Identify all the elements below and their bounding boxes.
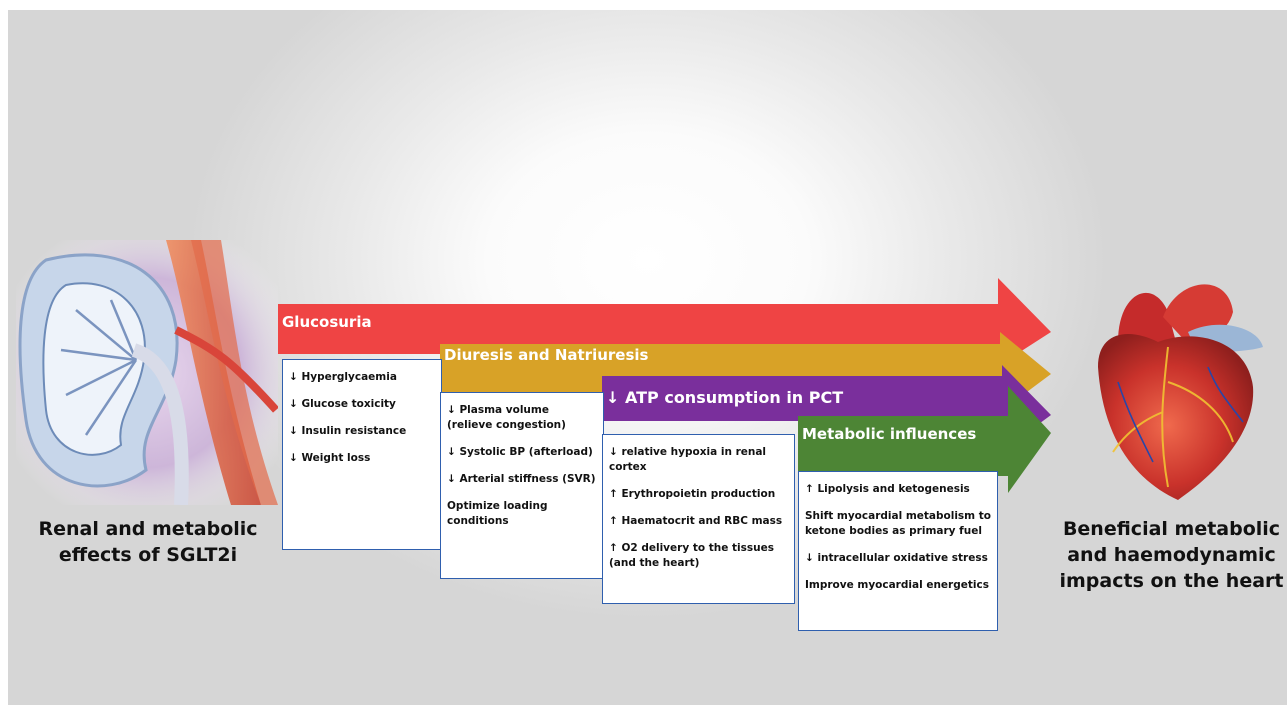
list-item: ↑ Erythropoietin production xyxy=(609,488,776,500)
right-caption: Beneficial metabolic and haemodynamic im… xyxy=(1059,518,1284,592)
list-item: ↓ intracellular oxidative stress xyxy=(805,552,988,564)
list-item: ↑ Haematocrit and RBC mass xyxy=(609,515,783,527)
left-caption: Renal and metabolic effects of SGLT2i xyxy=(38,518,258,566)
list-item: ↑ Lipolysis and ketogenesis xyxy=(805,483,970,495)
list-item: Optimize loading conditions xyxy=(447,500,548,527)
arrow-title-atp: ↓ ATP consumption in PCT xyxy=(606,388,844,407)
list-item: ↓ Insulin resistance xyxy=(289,425,407,437)
arrow-title-diuresis: Diuresis and Natriuresis xyxy=(444,346,649,364)
diagram-canvas: Renal and metabolic effects of SGLT2i Be… xyxy=(8,10,1287,705)
box-atp: ↓ relative hypoxia in renal cortex ↑ Ery… xyxy=(602,434,795,604)
arrow-atp xyxy=(602,365,1051,451)
list-item: ↓ Systolic BP (afterload) xyxy=(447,446,593,458)
list-item: ↓ relative hypoxia in renal cortex xyxy=(609,446,767,473)
list-item: ↓ Glucose toxicity xyxy=(289,398,396,410)
arrow-metabolic xyxy=(798,386,1051,493)
list-item: ↓ Arterial stiffness (SVR) xyxy=(447,473,596,485)
list-item: ↓ Plasma volume (relieve congestion) xyxy=(447,404,566,431)
list-item: ↑ O2 delivery to the tissues (and the he… xyxy=(609,542,774,569)
kidney-illustration xyxy=(16,240,278,505)
list-item: ↓ Weight loss xyxy=(289,452,371,464)
heart-illustration xyxy=(1098,284,1263,500)
list-item: Improve myocardial energetics xyxy=(805,579,989,591)
box-metabolic: ↑ Lipolysis and ketogenesis Shift myocar… xyxy=(798,471,998,631)
list-item: Shift myocardial metabolism to ketone bo… xyxy=(805,510,991,537)
box-glucosuria: ↓ Hyperglycaemia ↓ Glucose toxicity ↓ In… xyxy=(282,359,442,550)
box-diuresis: ↓ Plasma volume (relieve congestion) ↓ S… xyxy=(440,392,604,579)
arrow-title-metabolic: Metabolic influences xyxy=(802,425,977,443)
list-item: ↓ Hyperglycaemia xyxy=(289,371,397,383)
arrow-title-glucosuria: Glucosuria xyxy=(282,313,372,331)
